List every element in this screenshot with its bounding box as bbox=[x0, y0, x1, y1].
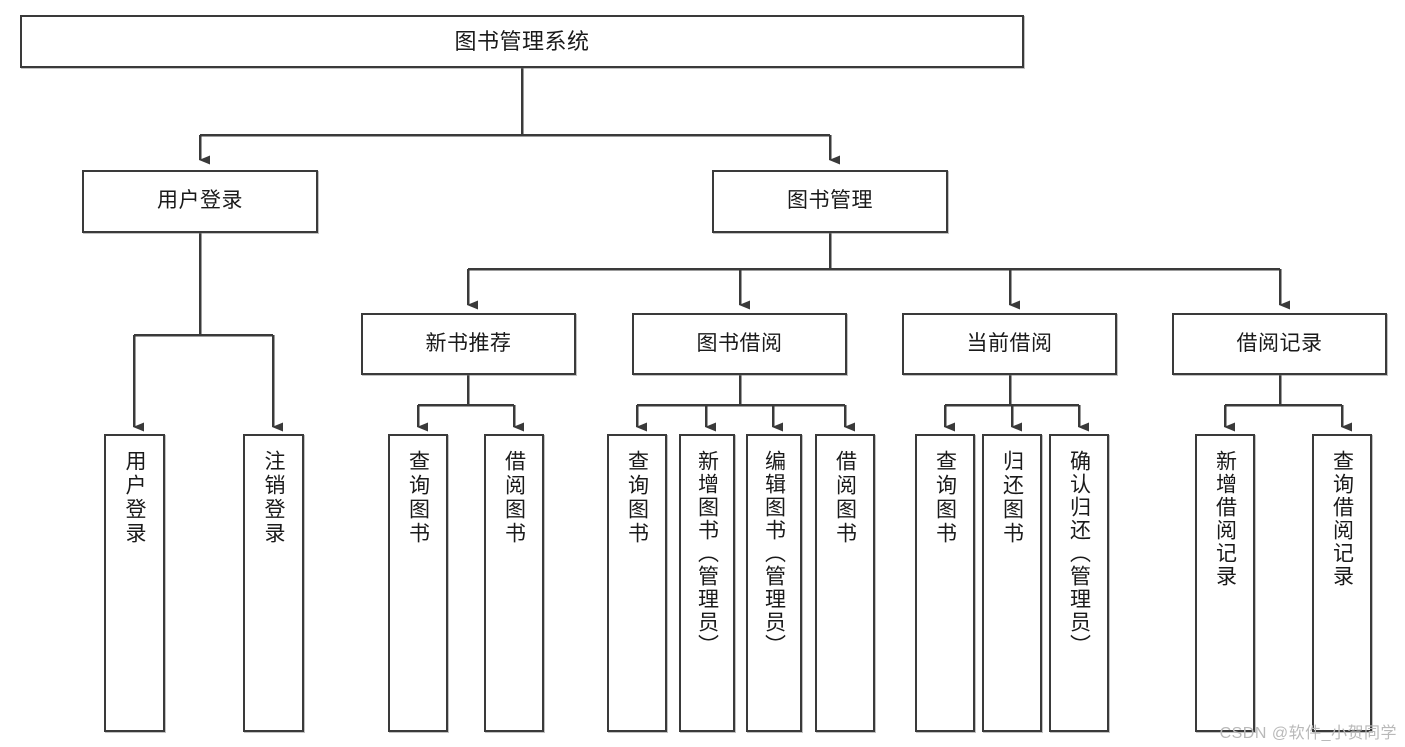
node-book-borrow[interactable]: 图书借阅 bbox=[632, 313, 847, 375]
node-label: 借阅图书 bbox=[833, 450, 857, 546]
leaf-new-book-borrow-book[interactable]: 借阅图书 bbox=[484, 434, 544, 732]
node-label: 查询图书 bbox=[933, 450, 957, 546]
node-user-login[interactable]: 用户登录 bbox=[82, 170, 318, 233]
node-label: 用户登录 bbox=[123, 450, 146, 546]
csdn-watermark: CSDN @软件_小贺同学 bbox=[1219, 725, 1397, 742]
node-label: 新增图书（管理员） bbox=[695, 450, 719, 657]
node-label: 图书借阅 bbox=[696, 331, 783, 355]
node-label: 归还图书 bbox=[1000, 450, 1024, 546]
node-label: 当前借阅 bbox=[966, 331, 1053, 355]
leaf-current-borrow-return-book[interactable]: 归还图书 bbox=[982, 434, 1042, 732]
node-label: 编辑图书（管理员） bbox=[762, 450, 786, 657]
leaf-borrow-record-query-record[interactable]: 查询借阅记录 bbox=[1312, 434, 1372, 732]
leaf-book-borrow-edit-book-admin[interactable]: 编辑图书（管理员） bbox=[746, 434, 802, 732]
node-label: 新书推荐 bbox=[425, 331, 512, 355]
node-label: 用户登录 bbox=[157, 189, 243, 213]
node-current-borrow[interactable]: 当前借阅 bbox=[902, 313, 1117, 375]
node-label: 查询借阅记录 bbox=[1330, 450, 1354, 588]
node-label: 新增借阅记录 bbox=[1213, 450, 1237, 588]
node-label: 确认归还（管理员） bbox=[1067, 450, 1091, 657]
leaf-user-login-signin[interactable]: 用户登录 bbox=[104, 434, 165, 732]
leaf-borrow-record-add-record[interactable]: 新增借阅记录 bbox=[1195, 434, 1255, 732]
node-label: 查询图书 bbox=[406, 450, 430, 546]
leaf-book-borrow-add-book-admin[interactable]: 新增图书（管理员） bbox=[679, 434, 735, 732]
node-new-book-recommend[interactable]: 新书推荐 bbox=[361, 313, 576, 375]
node-root-book-management-system[interactable]: 图书管理系统 bbox=[20, 15, 1024, 68]
node-label: 借阅记录 bbox=[1236, 331, 1323, 355]
leaf-book-borrow-query-book[interactable]: 查询图书 bbox=[607, 434, 667, 732]
leaf-user-login-signout[interactable]: 注销登录 bbox=[243, 434, 304, 732]
leaf-new-book-query-book[interactable]: 查询图书 bbox=[388, 434, 448, 732]
leaf-book-borrow-borrow-book[interactable]: 借阅图书 bbox=[815, 434, 875, 732]
node-book-management[interactable]: 图书管理 bbox=[712, 170, 948, 233]
node-label: 注销登录 bbox=[262, 450, 285, 546]
leaf-current-borrow-confirm-return-admin[interactable]: 确认归还（管理员） bbox=[1049, 434, 1109, 732]
leaf-current-borrow-query-book[interactable]: 查询图书 bbox=[915, 434, 975, 732]
node-label: 图书管理系统 bbox=[454, 28, 590, 54]
node-label: 查询图书 bbox=[625, 450, 649, 546]
node-label: 借阅图书 bbox=[502, 450, 526, 546]
node-label: 图书管理 bbox=[787, 189, 873, 213]
node-borrow-record[interactable]: 借阅记录 bbox=[1172, 313, 1387, 375]
